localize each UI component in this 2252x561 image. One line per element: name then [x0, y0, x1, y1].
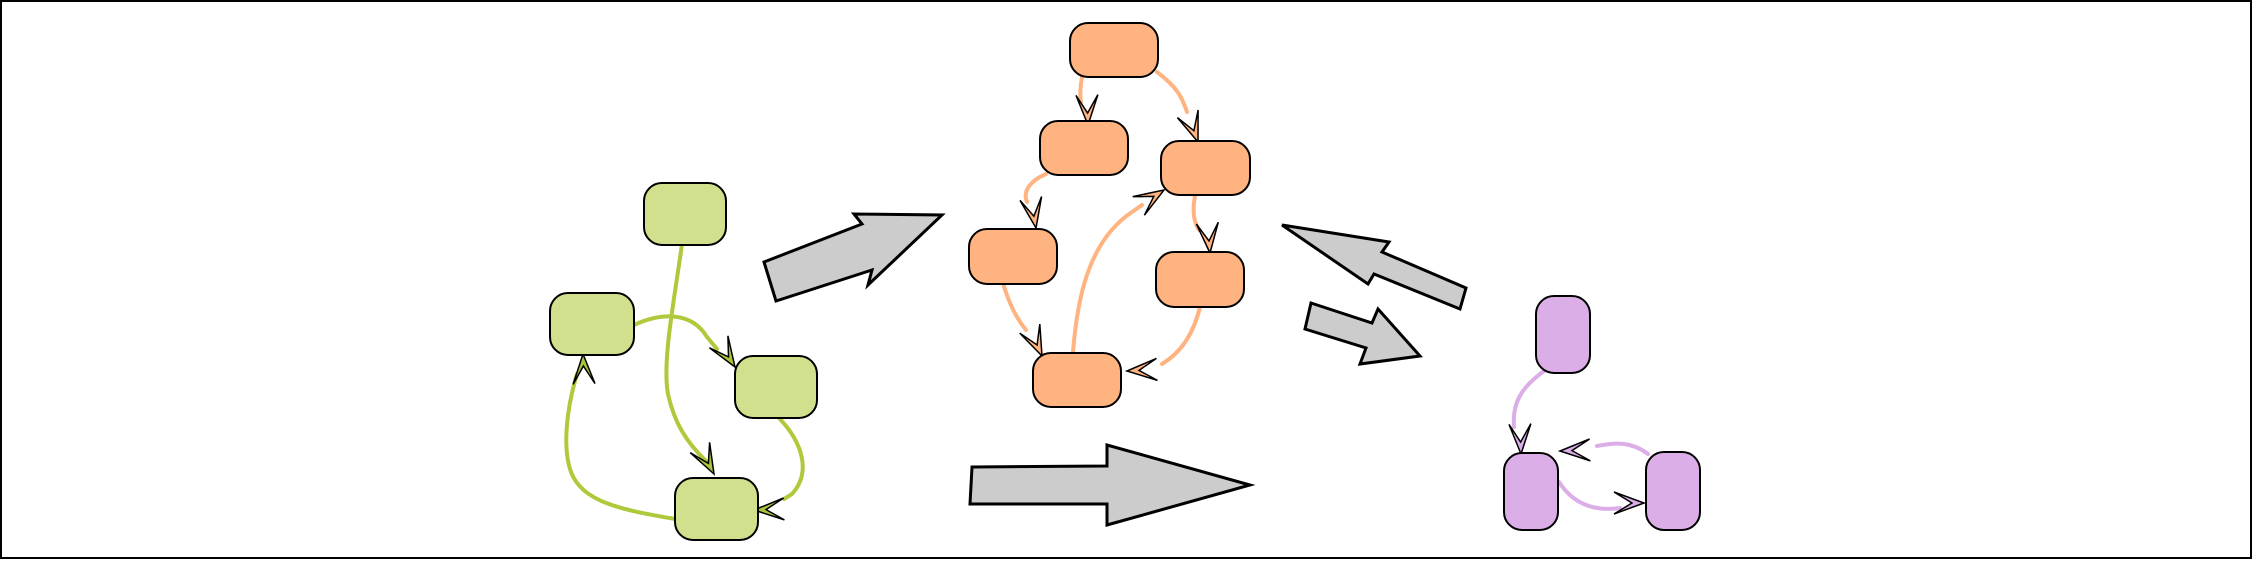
green-edge-left-to-right [632, 314, 719, 351]
green-graph [549, 182, 818, 541]
orange-node-upper-left [1039, 120, 1129, 176]
green-node-left [549, 292, 635, 356]
purple-edge-right-to-left [1595, 441, 1650, 456]
orange-edge-middle-left-to-bottom [1001, 281, 1028, 332]
orange-arrowhead-middle-right [1195, 221, 1220, 256]
green-edge-top-to-bottom [664, 242, 709, 464]
orange-arrowhead-middle-left [1019, 196, 1043, 231]
green-edge-right-to-bottom [777, 416, 805, 501]
orange-edge-top-to-upper-right [1155, 70, 1189, 114]
orange-node-middle-left [968, 228, 1058, 285]
transition-arrow-green-to-orange [762, 212, 946, 303]
orange-node-middle-right [1155, 251, 1245, 308]
transition-arrow-green-to-purple [968, 443, 1256, 527]
transition-arrow-orange-to-purple [1303, 301, 1424, 366]
orange-node-upper-right [1160, 140, 1251, 196]
orange-edge-top-to-upper-left [1078, 75, 1084, 104]
green-arrowhead-bottom [689, 442, 716, 476]
orange-node-bottom [1032, 352, 1122, 408]
orange-graph [968, 22, 1251, 408]
green-node-top [643, 182, 727, 246]
purple-arrowhead-right [1613, 491, 1647, 515]
purple-graph [1503, 295, 1701, 531]
purple-node-top [1535, 295, 1591, 374]
transition-arrow-purple-to-orange [1281, 223, 1468, 312]
orange-arrowhead-bottom-left [1019, 324, 1043, 358]
purple-edge-left-to-right [1557, 480, 1622, 511]
green-arrowhead-left [572, 351, 596, 385]
orange-arrowhead-bottom-right [1124, 357, 1158, 382]
orange-edge-middle-right-to-bottom [1160, 305, 1202, 366]
orange-edge-bottom-to-upper-right [1071, 203, 1144, 354]
green-edge-bottom-to-left [564, 372, 677, 521]
orange-node-top [1069, 22, 1159, 78]
purple-node-left [1503, 452, 1559, 531]
green-node-bottom [674, 477, 759, 541]
transition-arrows [762, 212, 1468, 527]
green-arrowhead-right [708, 335, 737, 369]
orange-arrowhead-upper-right-in [1132, 188, 1166, 216]
purple-node-right [1645, 451, 1701, 531]
purple-arrowhead-left-in [1557, 438, 1591, 462]
orange-arrowhead-upper-left [1075, 94, 1099, 128]
purple-edge-top-to-left [1511, 369, 1546, 429]
green-arrowhead-bottom-right [751, 497, 785, 521]
orange-arrowhead-upper-right [1176, 109, 1199, 145]
green-node-right [734, 355, 818, 419]
orange-edge-upper-left-to-middle-left [1023, 172, 1048, 204]
purple-arrowhead-left [1508, 423, 1532, 457]
